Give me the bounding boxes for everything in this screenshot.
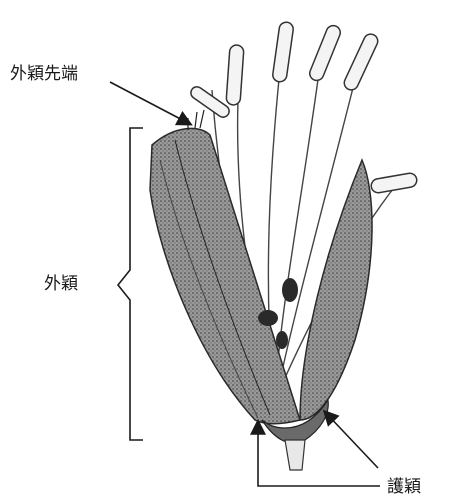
- lemma-bracket: [118, 128, 143, 440]
- anther: [370, 172, 418, 194]
- anther: [342, 32, 380, 92]
- glume-arrow: [325, 412, 378, 468]
- glume-label: 護穎: [387, 479, 421, 496]
- pedicel: [285, 440, 305, 470]
- palea-bract: [300, 160, 372, 420]
- anther: [308, 23, 343, 82]
- anther: [272, 21, 294, 82]
- lemma-bract: [150, 128, 300, 423]
- lemma-tip-label: 外穎先端: [10, 66, 78, 83]
- lemma-tip-bristles: [188, 110, 204, 130]
- anther: [226, 45, 244, 106]
- lemma-label: 外穎: [44, 276, 78, 293]
- anthers: [189, 21, 418, 194]
- lemma-tip-arrow: [110, 82, 190, 124]
- anther: [189, 84, 232, 119]
